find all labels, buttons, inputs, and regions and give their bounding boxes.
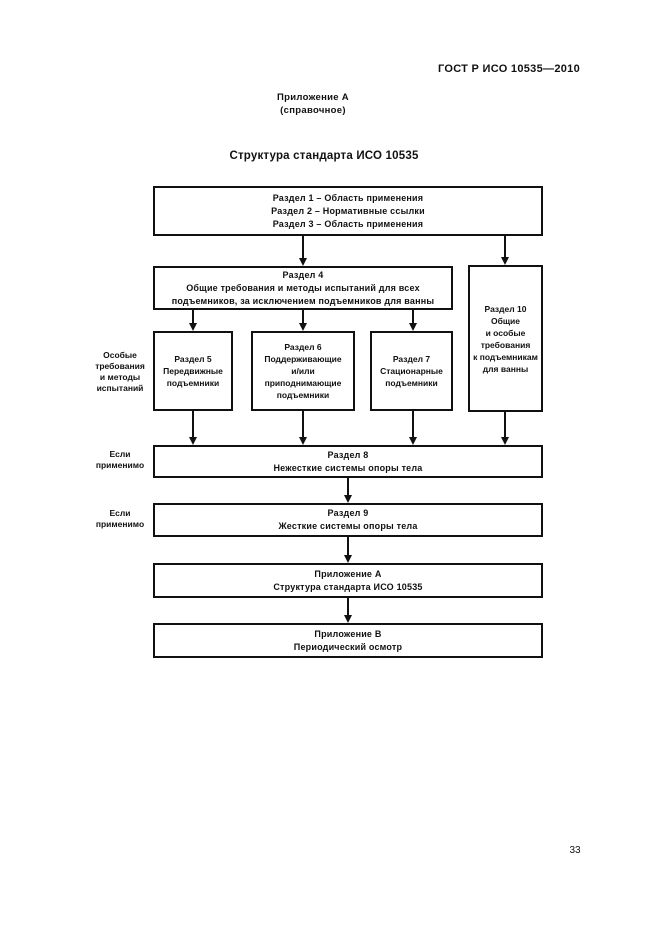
flowchart-box-section-6: Раздел 6 Поддерживающие и/или приподнима… xyxy=(251,331,355,411)
arrow-section7-to-section8-icon xyxy=(408,411,418,445)
flowchart-box-section-4: Раздел 4 Общие требования и методы испыт… xyxy=(153,266,453,310)
arrow-annexa-to-annexb-icon xyxy=(343,598,353,623)
arrow-section6-to-section8-icon xyxy=(298,411,308,445)
flowchart-box-section-10: Раздел 10 Общие и особые требования к по… xyxy=(468,265,543,412)
flowchart-box-section-9: Раздел 9 Жесткие системы опоры тела xyxy=(153,503,543,537)
flowchart-box-annex-a: Приложение А Структура стандарта ИСО 105… xyxy=(153,563,543,598)
side-label-if-applicable-1: Если применимо xyxy=(95,449,145,470)
arrow-section9-to-annexa-icon xyxy=(343,537,353,563)
arrow-section8-to-section9-icon xyxy=(343,478,353,503)
arrow-sections13-to-section4-icon xyxy=(298,236,308,266)
page-number: 33 xyxy=(569,845,581,856)
flowchart-box-section-5: Раздел 5 Передвижные подъемники xyxy=(153,331,233,411)
flowchart-box-annex-b: Приложение В Периодический осмотр xyxy=(153,623,543,658)
flowchart-box-section-8: Раздел 8 Нежесткие системы опоры тела xyxy=(153,445,543,478)
side-label-if-applicable-2: Если применимо xyxy=(95,508,145,529)
arrow-sections13-to-section10-icon xyxy=(500,236,510,265)
side-label-special-requirements: Особые требования и методы испытаний xyxy=(95,350,145,393)
arrow-section10-to-section8-icon xyxy=(500,412,510,445)
annex-heading: Приложение А (справочное) xyxy=(163,91,463,117)
annex-heading-note: (справочное) xyxy=(280,105,346,116)
flowchart-box-sections-1-3: Раздел 1 – Область применения Раздел 2 –… xyxy=(153,186,543,236)
flowchart-box-section-7: Раздел 7 Стационарные подъемники xyxy=(370,331,453,411)
arrow-section4-to-section5-icon xyxy=(188,310,198,331)
page-header-standard-number: ГОСТ Р ИСО 10535—2010 xyxy=(437,63,580,75)
arrow-section4-to-section6-icon xyxy=(298,310,308,331)
arrow-section4-to-section7-icon xyxy=(408,310,418,331)
diagram-title: Структура стандарта ИСО 10535 xyxy=(229,150,419,162)
arrow-section5-to-section8-icon xyxy=(188,411,198,445)
annex-heading-title: Приложение А xyxy=(277,92,349,103)
